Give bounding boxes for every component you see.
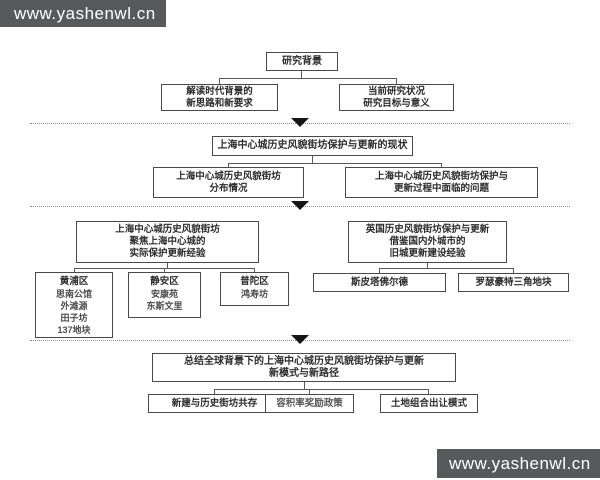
connector-stub <box>74 268 75 273</box>
connector-line <box>228 163 441 164</box>
node-spitalfields: 斯皮塔佛尔德 <box>313 273 446 292</box>
node-line: 新思路和新要求 <box>186 97 253 109</box>
node-line: 旧城更新建设经验 <box>389 248 466 259</box>
connector-stub <box>309 389 310 394</box>
node-line: 新模式与新路径 <box>269 367 339 379</box>
watermark-bottom-right: www.yashenwl.cn <box>437 449 600 478</box>
connector-line <box>304 382 305 389</box>
district-case: 137地块 <box>57 325 91 335</box>
connector-line <box>167 263 168 268</box>
node-far-bonus-policy: 容积率奖励政策 <box>265 394 354 413</box>
district-case: 鸿寿坊 <box>240 289 268 299</box>
node-line: 当前研究状况 <box>367 85 425 97</box>
down-arrow-icon <box>291 201 309 210</box>
node-land-transfer-mode: 土地组合出让模式 <box>380 394 478 413</box>
node-title: 上海中心城历史风貌街坊 <box>115 224 220 235</box>
node-putuo-district: 普陀区 鸿寿坊 <box>220 272 289 306</box>
node-summary: 总结全球背景下的上海中心城历史风貌街坊保护与更新 新模式与新路径 <box>152 353 456 382</box>
node-line: 研究目标与意义 <box>363 97 430 109</box>
district-case: 思南公馆 <box>55 289 92 299</box>
node-research-background: 研究背景 <box>266 52 338 71</box>
node-line: 更新过程中面临的问题 <box>393 182 489 194</box>
node-huangpu-district: 黄浦区 思南公馆 外滩源 田子坊 137地块 <box>35 272 113 338</box>
node-label: 容积率奖励政策 <box>276 397 343 409</box>
case-name: 斯皮塔佛尔德 <box>350 276 408 288</box>
district-case: 田子坊 <box>60 313 88 323</box>
node-coexistence: 新建与历史街坊共存 <box>148 394 281 413</box>
connector-stub <box>428 389 429 394</box>
connector-stub <box>219 78 220 84</box>
node-line: 上海中心城历史风貌街坊保护与 <box>374 170 508 182</box>
connector-line <box>379 268 513 269</box>
node-problems: 上海中心城历史风貌街坊保护与 更新过程中面临的问题 <box>345 167 538 198</box>
connector-stub <box>441 163 442 168</box>
connector-stub <box>396 78 397 84</box>
connector-stub <box>214 389 215 394</box>
watermark-text: www.yashenwl.cn <box>14 3 156 23</box>
node-current-status: 当前研究状况 研究目标与意义 <box>339 84 454 111</box>
node-line: 借鉴国内外城市的 <box>389 236 466 247</box>
node-status-header: 上海中心城历史风貌街坊保护与更新的现状 <box>212 136 413 156</box>
watermark-top-left: www.yashenwl.cn <box>0 0 166 27</box>
district-case: 东斯文里 <box>146 301 183 311</box>
node-label: 土地组合出让模式 <box>390 397 467 409</box>
node-line: 解读时代背景的 <box>186 85 253 97</box>
case-name: 罗瑟豪特三角地块 <box>475 276 552 288</box>
connector-stub <box>379 268 380 273</box>
district-name: 黄浦区 <box>59 276 89 287</box>
down-arrow-icon <box>291 335 309 344</box>
node-era-background: 解读时代背景的 新思路和新要求 <box>161 84 278 111</box>
connector-stub <box>228 163 229 168</box>
node-uk-cases: 英国历史风貌街坊保护与更新 借鉴国内外城市的 旧城更新建设经验 <box>348 221 507 263</box>
node-line: 上海中心城历史风貌街坊 <box>176 170 281 182</box>
node-label: 研究背景 <box>282 55 322 67</box>
node-distribution: 上海中心城历史风貌街坊 分布情况 <box>153 167 304 198</box>
connector-stub <box>164 268 165 273</box>
node-title: 英国历史风貌街坊保护与更新 <box>365 224 490 235</box>
connector-line <box>219 78 397 79</box>
connector-stub <box>513 268 514 273</box>
down-arrow-icon <box>291 118 309 127</box>
node-line: 分布情况 <box>209 182 248 194</box>
connector-line <box>301 71 302 78</box>
watermark-text: www.yashenwl.cn <box>449 453 591 473</box>
node-line: 实际保护更新经验 <box>129 248 206 259</box>
connector-line <box>427 263 428 268</box>
connector-stub <box>254 268 255 273</box>
node-shanghai-cases: 上海中心城历史风貌街坊 聚焦上海中心城的 实际保护更新经验 <box>76 221 259 263</box>
node-triangle-site: 罗瑟豪特三角地块 <box>458 273 569 292</box>
node-line: 聚焦上海中心城的 <box>129 236 206 247</box>
district-name: 静安区 <box>150 276 179 287</box>
district-case: 安康苑 <box>150 289 178 299</box>
connector-line <box>214 389 429 390</box>
node-line: 总结全球背景下的上海中心城历史风貌街坊保护与更新 <box>184 355 424 367</box>
node-label: 上海中心城历史风貌街坊保护与更新的现状 <box>217 140 408 151</box>
node-jingan-district: 静安区 安康苑 东斯文里 <box>128 272 201 318</box>
connector-line <box>312 156 313 163</box>
district-name: 普陀区 <box>240 276 269 287</box>
district-case: 外滩源 <box>60 301 88 311</box>
node-label: 新建与历史街坊共存 <box>171 397 258 409</box>
